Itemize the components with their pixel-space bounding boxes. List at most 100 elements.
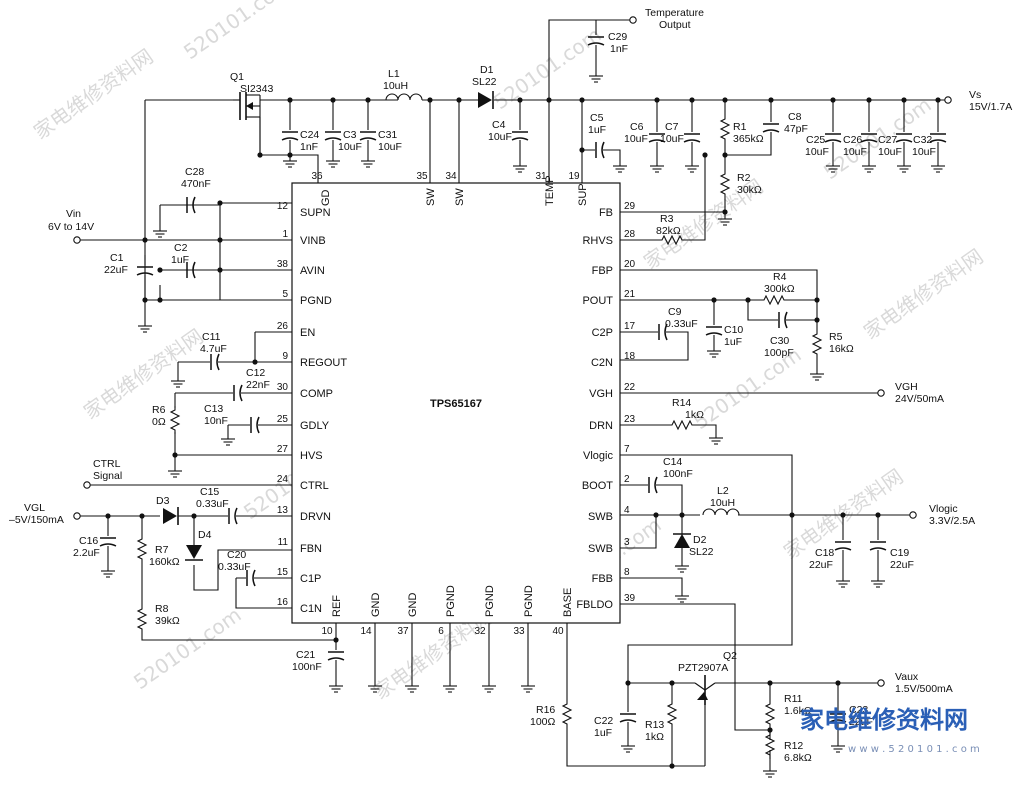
- vs-terminal: [944, 96, 952, 104]
- component-ref: D4: [198, 529, 212, 541]
- component-ref: C10: [724, 324, 743, 336]
- pin-number: 22: [624, 382, 636, 393]
- watermark-text: 520101.com: [179, 0, 296, 64]
- component-value: 10uF: [488, 131, 512, 143]
- component-value: SL22: [472, 76, 497, 88]
- junction-dot: [901, 97, 907, 103]
- junction-dot: [654, 97, 660, 103]
- component-ref: C30: [770, 335, 789, 347]
- junction-dot: [702, 152, 708, 158]
- junction-dot: [287, 97, 293, 103]
- component-value: 10uH: [710, 497, 735, 509]
- pin-number: 36: [311, 171, 323, 182]
- pin-number: 20: [624, 259, 636, 270]
- pin-number: 10: [321, 626, 333, 637]
- pin-label: VGH: [589, 388, 613, 400]
- d4-diode: [185, 545, 203, 561]
- component-ref: R13: [645, 719, 664, 731]
- component-ref: C19: [890, 547, 909, 559]
- pin-label: SUPN: [300, 207, 331, 219]
- pin-number: 6: [438, 626, 444, 637]
- component-ref: C5: [590, 112, 604, 124]
- junction-dot: [579, 147, 585, 153]
- d3-diode: [163, 507, 179, 525]
- junction-dot: [427, 97, 433, 103]
- junction-dot: [333, 637, 339, 643]
- vlogic-terminal: [909, 511, 917, 519]
- component-value: 100Ω: [530, 716, 556, 728]
- pin-label: PGND: [523, 585, 535, 617]
- pin-label: PGND: [445, 585, 457, 617]
- pin-label: FB: [599, 207, 613, 219]
- q1-transistor: [233, 92, 261, 155]
- component-value: 100nF: [663, 468, 693, 480]
- junction-dot: [653, 512, 659, 518]
- pin-label: SWB: [588, 511, 613, 523]
- component-value: PZT2907A: [678, 662, 728, 674]
- pin-label: SW: [454, 188, 466, 206]
- component-ref: C28: [185, 166, 204, 178]
- pin-label: FBLDO: [576, 599, 613, 611]
- pin-number: 34: [445, 171, 457, 182]
- component-ref: D1: [480, 64, 494, 76]
- pin-number: 27: [277, 444, 289, 455]
- component-ref: C25: [806, 134, 825, 146]
- pin-number: 17: [624, 321, 636, 332]
- component-ref: C6: [630, 121, 644, 133]
- component-ref: Q2: [723, 650, 737, 662]
- component-ref: R11: [784, 693, 803, 705]
- component-ref: C18: [815, 547, 834, 559]
- component-ref: C3: [343, 129, 357, 141]
- component-value: 30kΩ: [737, 184, 762, 196]
- pin-number: 37: [397, 626, 409, 637]
- pin-label: REGOUT: [300, 357, 347, 369]
- pin-number: 9: [282, 351, 288, 362]
- watermark-text: 520101.com: [129, 602, 246, 694]
- component-value: 0Ω: [152, 416, 166, 428]
- component-value: 16kΩ: [829, 343, 854, 355]
- junction-dot: [142, 237, 148, 243]
- pin-label: GDLY: [300, 420, 330, 432]
- component-value: 22uF: [849, 716, 873, 728]
- pin-label: BASE: [562, 588, 574, 617]
- vlogic-value: 3.3V/2.5A: [929, 515, 975, 527]
- junction-dot: [814, 317, 820, 323]
- component-value: 100nF: [292, 661, 322, 673]
- vgl-terminal: [73, 512, 81, 520]
- vs-name: Vs: [969, 89, 981, 101]
- pin-label: RHVS: [582, 235, 613, 247]
- component-value: 10uF: [660, 133, 684, 145]
- junction-dot: [456, 97, 462, 103]
- pin-number: 30: [277, 382, 289, 393]
- pin-label: DRVN: [300, 511, 331, 523]
- component-value: 1nF: [300, 141, 318, 153]
- component-value: 47pF: [784, 123, 808, 135]
- component-value: 39kΩ: [155, 615, 180, 627]
- junction-dot: [875, 512, 881, 518]
- vs-value: 15V/1.7A: [969, 101, 1012, 113]
- component-value: 1nF: [610, 43, 628, 55]
- pin-label: C2N: [591, 357, 613, 369]
- component-ref: C27: [878, 134, 897, 146]
- component-ref: C12: [246, 367, 265, 379]
- component-value: 10uF: [805, 146, 829, 158]
- pin-number: 24: [277, 474, 289, 485]
- pin-number: 29: [624, 201, 636, 212]
- component-ref: C2: [174, 242, 188, 254]
- junction-dot: [866, 97, 872, 103]
- component-ref: R12: [784, 740, 803, 752]
- pin-number: 31: [535, 171, 547, 182]
- pin-number: 23: [624, 414, 636, 425]
- l1-inductor: [385, 93, 423, 101]
- pin-number: 38: [277, 259, 289, 270]
- component-ref: C26: [843, 134, 862, 146]
- pin-label: VINB: [300, 235, 326, 247]
- pin-number: 35: [416, 171, 428, 182]
- pin-label: POUT: [582, 295, 613, 307]
- site-logo: 家电维修资料网 w w w . 5 2 0 1 0 1 . c o m: [800, 705, 980, 755]
- component-value: 10nF: [204, 415, 228, 427]
- junction-dot: [546, 97, 552, 103]
- component-ref: C11: [202, 331, 221, 343]
- junction-dot: [830, 97, 836, 103]
